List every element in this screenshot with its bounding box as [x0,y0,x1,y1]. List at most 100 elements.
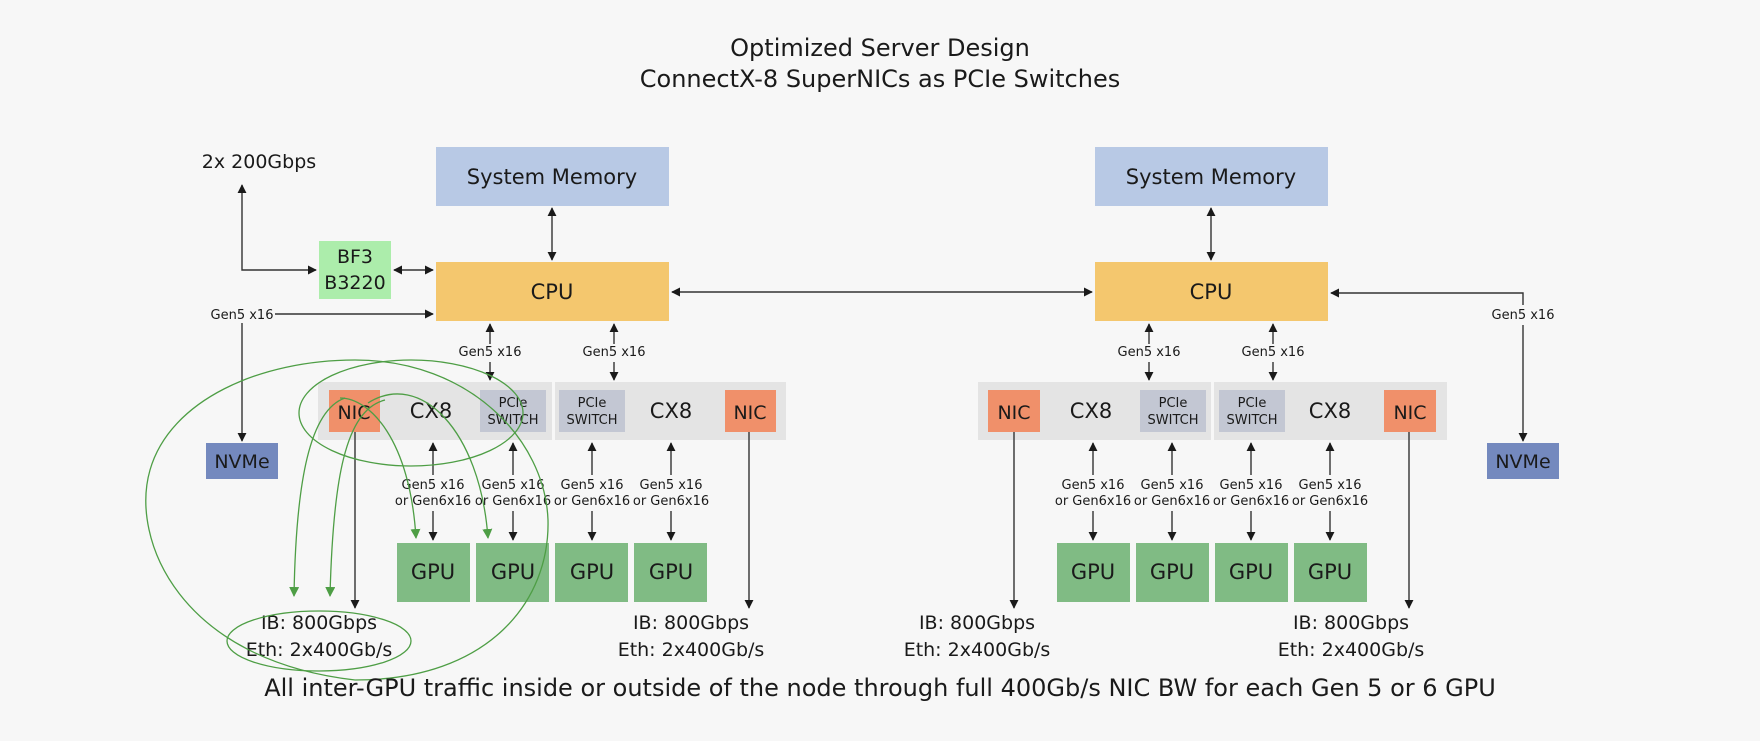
left-gpu-1 [397,543,470,602]
left-external-link-label: 2x 200Gbps [202,151,316,173]
right-cx8-b-switch-line-2: SWITCH [1227,413,1278,428]
right-system-memory-box [1095,147,1328,206]
right-cx8-b-chip-label: CX8 [1309,399,1351,423]
left-nic-b-output-line-2: Eth: 2x400Gb/s [618,639,765,661]
left-gpu-link-1-line-1: Gen5 x16 [402,478,465,493]
left-gpu-link-3-line-2: or Gen6x16 [554,494,630,509]
right-gpu-link-3-line-2: or Gen6x16 [1213,494,1289,509]
left-gpu-3 [555,543,628,602]
right-gpu-link-1-line-2: or Gen6x16 [1055,494,1131,509]
left-cx8-b-pcie-switch [559,390,625,432]
right-cpu-label: CPU [1190,280,1233,304]
traffic-nic-to-gpu-1 [339,397,421,539]
left-cx8-a-nic-label: NIC [337,402,370,424]
right-gpu-link-2-line-2: or Gen6x16 [1134,494,1210,509]
right-gpu-link-4-line-2: or Gen6x16 [1292,494,1368,509]
right-cpu-box [1095,262,1328,321]
left-nic-b-output-line-1: IB: 800Gbps [633,612,749,634]
title-line-2: ConnectX-8 SuperNICs as PCIe Switches [640,65,1120,93]
right-cx8-a-switch-line-1: PCIe [1159,396,1188,411]
left-cpu-box [436,262,669,321]
right-gpu-3-label: GPU [1229,560,1273,584]
left-system-memory-box [436,147,669,206]
right-cx8-b-nic [1384,390,1436,432]
left-cx8-b-nic-label: NIC [733,402,766,424]
right-gpu-link-4-line-1: Gen5 x16 [1299,478,1362,493]
right-gpu-links: Gen5 x16 or Gen6x16 Gen5 x16 or Gen6x16 … [1055,442,1368,541]
left-cx8-b-nic [725,390,776,432]
left-system-memory-label: System Memory [467,165,637,189]
right-cx8-b-switch-line-1: PCIe [1238,396,1267,411]
right-node: System Memory CPU Gen5 x16 NVMe Gen5 x16… [904,147,1559,661]
footer-caption: All inter-GPU traffic inside or outside … [264,674,1496,702]
left-gpu-link-2-line-1: Gen5 x16 [482,478,545,493]
left-cpu-label: CPU [531,280,574,304]
right-nic-a-output-line-1: IB: 800Gbps [919,612,1035,634]
left-nic-a-output-line-2: Eth: 2x400Gb/s [246,639,393,661]
left-gpu-2 [476,543,549,602]
left-cx8-b-chip-label: CX8 [650,399,692,423]
left-nvme-box [206,443,278,479]
right-cpu-cx8-link-b-label: Gen5 x16 [1242,345,1305,360]
traffic-nic-to-gpu-2 [367,393,493,539]
left-gpu-links: Gen5 x16 or Gen6x16 Gen5 x16 or Gen6x16 … [395,442,709,541]
right-nic-a-output-line-2: Eth: 2x400Gb/s [904,639,1051,661]
left-cx8-a-pcie-switch [480,390,546,432]
right-cx8-a-nic-label: NIC [997,402,1030,424]
right-nvme-box [1487,443,1559,479]
traffic-annotations [145,359,549,681]
left-gpu-4 [634,543,707,602]
left-gpu-link-4-line-2: or Gen6x16 [633,494,709,509]
left-cx8-a-switch-line-2: SWITCH [488,413,539,428]
bf3-label-line-1: BF3 [337,246,373,268]
bf3-external-link [237,184,317,275]
left-gpu-4-label: GPU [649,560,693,584]
left-node: System Memory CPU 2x 200Gbps BF3 B3220 G… [145,147,786,681]
bf3-dpu-box [319,241,391,299]
left-nvme-link-label: Gen5 x16 [211,308,274,323]
right-gpu-4 [1294,543,1367,602]
right-nic-b-output-line-2: Eth: 2x400Gb/s [1278,639,1425,661]
right-cx8-a-pcie-switch [1140,390,1206,432]
nic-output-highlight-ellipse [226,610,412,672]
right-gpu-link-3-line-1: Gen5 x16 [1220,478,1283,493]
left-gpu-link-2-line-2: or Gen6x16 [475,494,551,509]
right-cx8-a-switch-line-2: SWITCH [1148,413,1199,428]
traffic-loop-large [145,359,549,681]
left-cx8-b-switch-line-2: SWITCH [567,413,618,428]
right-nvme-cpu-link [1330,288,1524,305]
right-gpu-link-2-line-1: Gen5 x16 [1141,478,1204,493]
left-gpu-1-label: GPU [411,560,455,584]
right-nvme-link-label: Gen5 x16 [1492,308,1555,323]
right-cx8-a-nic [988,390,1040,432]
right-gpu-link-1-line-1: Gen5 x16 [1062,478,1125,493]
right-cx8-b-pcie-switch [1219,390,1285,432]
right-system-memory-label: System Memory [1126,165,1296,189]
traffic-to-nic-output-1 [289,397,346,597]
left-gpu-2-label: GPU [491,560,535,584]
traffic-to-nic-output-2 [325,399,386,597]
right-cpu-cx8-link-a-label: Gen5 x16 [1118,345,1181,360]
right-gpu-4-label: GPU [1308,560,1352,584]
left-cpu-cx8-link-b-label: Gen5 x16 [583,345,646,360]
left-nic-a-output-line-1: IB: 800Gbps [261,612,377,634]
left-cx8-b-switch-line-1: PCIe [578,396,607,411]
right-gpu-1-label: GPU [1071,560,1115,584]
left-gpu-link-4-line-1: Gen5 x16 [640,478,703,493]
right-cx8-b-nic-label: NIC [1393,402,1426,424]
left-cx8-a-nic [329,390,380,432]
left-nvme-label: NVMe [214,451,269,473]
right-gpu-2 [1136,543,1209,602]
left-gpu-3-label: GPU [570,560,614,584]
right-gpu-2-label: GPU [1150,560,1194,584]
right-nvme-label: NVMe [1495,451,1550,473]
cx8-highlight-ellipse [298,359,524,467]
left-gpu-link-1-line-2: or Gen6x16 [395,494,471,509]
right-gpu-3 [1215,543,1288,602]
right-nic-b-output-line-1: IB: 800Gbps [1293,612,1409,634]
title-line-1: Optimized Server Design [730,34,1030,62]
left-cpu-cx8-link-a-label: Gen5 x16 [459,345,522,360]
right-cx8-a-chip-label: CX8 [1070,399,1112,423]
left-gpu-link-3-line-1: Gen5 x16 [561,478,624,493]
